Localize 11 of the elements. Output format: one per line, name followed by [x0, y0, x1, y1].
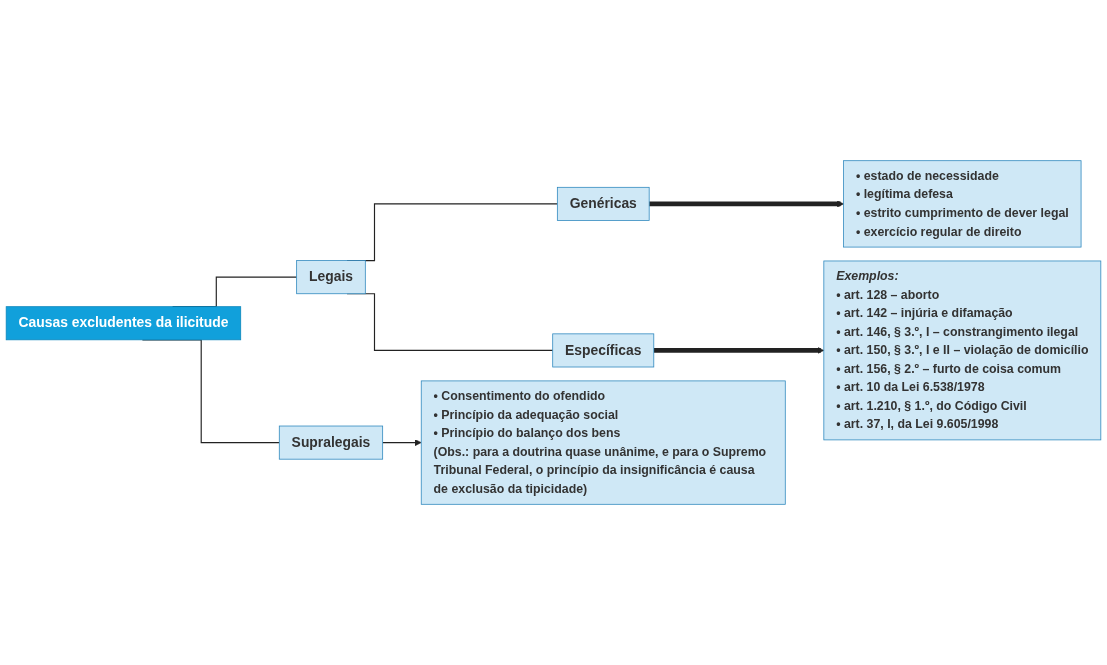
node-box: Supralegais	[278, 425, 384, 460]
node-box: Específicas	[552, 333, 655, 368]
node-box: • Consentimento do ofendido • Princípio da adequação social • Princípio do balanço dos bens (Obs.: para a doutrina quase unânime, e para o Supremo Tribunal Federal, o princípio da insignificância é causa de exclusão da tipicidade)	[420, 380, 786, 505]
node-box: Exemplos: • art. 128 – aborto • art. 142 – injúria e difamação • art. 146, § 3.º, I – constrangimento ilegal • art. 150, § 3.º, I e II – violação de domicílio • art. 156, § 2.º – furto de coisa comum • art. 10 da Lei 6.538/1978 • art. 1.210, § 1.º, do Código Civil • art. 37, I, da Lei 9.605/1998	[823, 260, 1102, 441]
node-box: • estado de necessidade • legítima defesa • estrito cumprimento de dever legal • exercício regular de direito	[843, 160, 1082, 248]
arrow	[653, 347, 825, 354]
node-box: Genéricas	[556, 186, 650, 221]
node-box: Legais	[296, 260, 366, 295]
node-box: Causas excludentes da ilicitude	[5, 306, 242, 341]
arrow	[382, 439, 422, 446]
arrow	[649, 200, 844, 208]
